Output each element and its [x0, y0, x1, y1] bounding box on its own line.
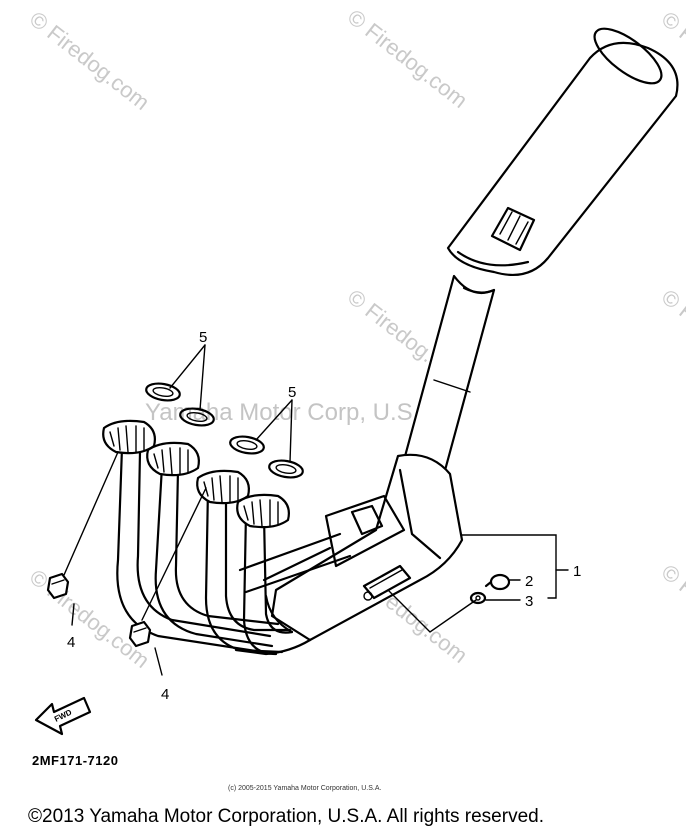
- gasket: [145, 382, 181, 402]
- watermark-firedog: © Firedog.com: [657, 284, 686, 393]
- watermark-firedog: © Firedog.com: [343, 4, 472, 113]
- footer-copyright: ©2013 Yamaha Motor Corporation, U.S.A. A…: [28, 806, 544, 827]
- collector: [264, 453, 464, 642]
- watermark-firedog: © Firedog.com: [25, 564, 154, 673]
- callout-4: 4: [161, 686, 169, 703]
- fwd-arrow: FWD: [34, 696, 92, 736]
- nut: [46, 572, 70, 600]
- exhaust-flanges: [102, 419, 290, 529]
- bolt: [484, 573, 511, 591]
- washer: [469, 591, 487, 605]
- watermark-firedog: © Firedog.com: [25, 6, 154, 115]
- watermark-firedog: © Firedog.com: [657, 559, 686, 668]
- part-code: 2MF171-7120: [32, 753, 118, 768]
- header-pipes: [116, 446, 352, 656]
- callout-5: 5: [199, 329, 207, 346]
- muffler: [446, 27, 679, 276]
- flange: [146, 441, 200, 477]
- gasket: [179, 407, 215, 427]
- callout-4: 4: [67, 634, 75, 651]
- nuts: [46, 572, 152, 648]
- watermark-corp: Yamaha Motor Corp, U.S.A.: [145, 399, 442, 426]
- callout-2: 2: [525, 573, 533, 590]
- rear-pipe: [402, 274, 496, 476]
- small-copyright: (c) 2005-2015 Yamaha Motor Corporation, …: [228, 785, 381, 792]
- leader-lines: [63, 344, 569, 676]
- callout-1: 1: [573, 563, 581, 580]
- gasket: [268, 459, 304, 479]
- callout-5: 5: [288, 384, 296, 401]
- callout-3: 3: [525, 593, 533, 610]
- flange: [236, 493, 290, 529]
- gaskets: [145, 382, 304, 479]
- flange: [102, 419, 156, 455]
- flange: [196, 469, 250, 505]
- nut: [128, 620, 152, 648]
- gasket: [229, 435, 265, 455]
